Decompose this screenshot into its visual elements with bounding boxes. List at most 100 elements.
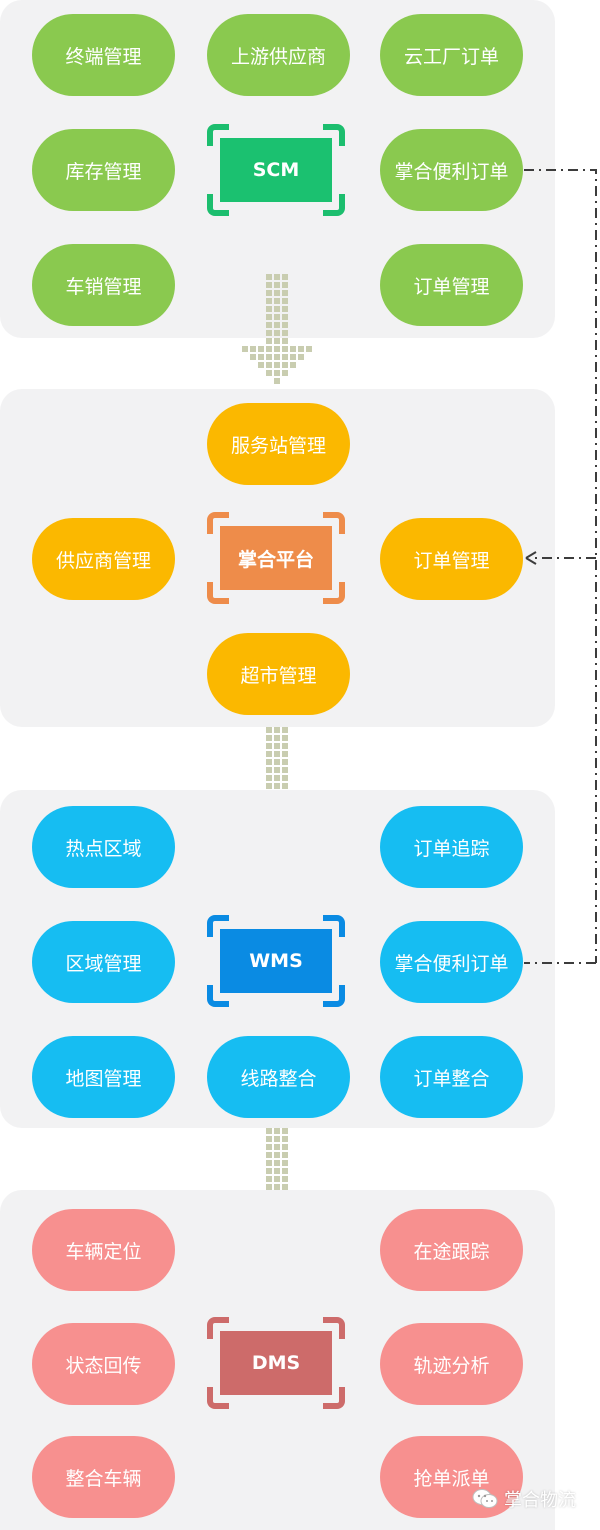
arrow-dot — [266, 338, 272, 344]
arrow-dot — [282, 1160, 288, 1166]
wms-order-tracking[interactable]: 订单追踪 — [380, 806, 523, 888]
arrow-dot — [266, 330, 272, 336]
arrow-dot — [274, 370, 280, 376]
arrow-dot — [282, 1136, 288, 1142]
arrow-dot — [274, 775, 280, 781]
arrow-dot — [242, 346, 248, 352]
arrow-dot — [258, 346, 264, 352]
wms-hot-zone[interactable]: 热点区域 — [32, 806, 175, 888]
arrow-dot — [282, 346, 288, 352]
arrow-dot — [274, 1136, 280, 1142]
arrow-dot — [274, 727, 280, 733]
arrow-dot — [282, 1168, 288, 1174]
arrow-dot — [274, 346, 280, 352]
arrow-dot — [282, 743, 288, 749]
scm-inventory[interactable]: 库存管理 — [32, 129, 175, 211]
platform-service-station[interactable]: 服务站管理 — [207, 403, 350, 485]
arrow-dot — [274, 1152, 280, 1158]
dms-grab-order[interactable]: 抢单派单 — [380, 1436, 523, 1518]
hub-corner — [323, 194, 345, 216]
dash-line — [524, 169, 597, 964]
hub-corner — [207, 512, 229, 534]
hub-corner — [207, 582, 229, 604]
platform-supplier-mgmt[interactable]: 供应商管理 — [32, 518, 175, 600]
wms-map-mgmt[interactable]: 地图管理 — [32, 1036, 175, 1118]
arrow-dot — [282, 751, 288, 757]
wechat-icon — [472, 1489, 498, 1508]
dms-hub[interactable]: DMS — [207, 1317, 345, 1409]
arrow-dot — [282, 314, 288, 320]
arrow-dot — [250, 346, 256, 352]
down-arrow — [242, 274, 312, 384]
arrow-dot — [266, 1128, 272, 1134]
wms-hub-label: WMS — [220, 929, 332, 993]
platform-hub[interactable]: 掌合平台 — [207, 512, 345, 604]
wms-order-merge[interactable]: 订单整合 — [380, 1036, 523, 1118]
arrow-dot — [282, 775, 288, 781]
arrow-dot — [274, 298, 280, 304]
hub-corner — [207, 194, 229, 216]
arrow-dot — [298, 346, 304, 352]
wms-hub[interactable]: WMS — [207, 915, 345, 1007]
hub-corner — [207, 985, 229, 1007]
arrow-dot — [274, 1144, 280, 1150]
watermark: 掌合物流 — [472, 1486, 576, 1512]
dms-hub-label: DMS — [220, 1331, 332, 1395]
arrow-dot — [282, 1152, 288, 1158]
arrow-dot — [266, 1184, 272, 1190]
arrow-dot — [266, 759, 272, 765]
arrow-dot — [282, 362, 288, 368]
arrow-dot — [274, 751, 280, 757]
arrow-dot — [274, 314, 280, 320]
arrow-dot — [266, 1176, 272, 1182]
arrow-dot — [274, 282, 280, 288]
platform-order-mgmt[interactable]: 订单管理 — [380, 518, 523, 600]
scm-cloud-factory-order[interactable]: 云工厂订单 — [380, 14, 523, 96]
arrow-dot — [266, 354, 272, 360]
arrow-dot — [266, 1136, 272, 1142]
dms-in-transit[interactable]: 在途跟踪 — [380, 1209, 523, 1291]
dms-vehicle-location[interactable]: 车辆定位 — [32, 1209, 175, 1291]
dms-trajectory[interactable]: 轨迹分析 — [380, 1323, 523, 1405]
arrow-dot — [274, 290, 280, 296]
arrow-dot — [266, 362, 272, 368]
platform-supermarket[interactable]: 超市管理 — [207, 633, 350, 715]
wms-zone-mgmt[interactable]: 区域管理 — [32, 921, 175, 1003]
wms-route-merge[interactable]: 线路整合 — [207, 1036, 350, 1118]
scm-hub[interactable]: SCM — [207, 124, 345, 216]
arrow-dot — [290, 362, 296, 368]
arrow-dot — [274, 1160, 280, 1166]
wms-palm-order[interactable]: 掌合便利订单 — [380, 921, 523, 1003]
dms-status-return[interactable]: 状态回传 — [32, 1323, 175, 1405]
hub-corner — [207, 915, 229, 937]
arrow-dot — [282, 727, 288, 733]
scm-upstream-supplier[interactable]: 上游供应商 — [207, 14, 350, 96]
arrow-dot — [282, 274, 288, 280]
scm-car-sales[interactable]: 车销管理 — [32, 244, 175, 326]
arrowhead-icon — [525, 551, 537, 565]
arrow-dot — [290, 346, 296, 352]
arrow-dot — [298, 354, 304, 360]
arrow-dot — [282, 282, 288, 288]
scm-palm-order[interactable]: 掌合便利订单 — [380, 129, 523, 211]
scm-order-mgmt[interactable]: 订单管理 — [380, 244, 523, 326]
arrow-dot — [266, 783, 272, 789]
dms-merge-vehicles[interactable]: 整合车辆 — [32, 1436, 175, 1518]
arrow-dot — [266, 1160, 272, 1166]
arrow-dot — [282, 306, 288, 312]
arrow-dot — [266, 751, 272, 757]
arrow-dot — [274, 1168, 280, 1174]
watermark-text: 掌合物流 — [504, 1490, 576, 1511]
arrow-dot — [266, 727, 272, 733]
arrow-dot — [282, 767, 288, 773]
arrow-dot — [282, 354, 288, 360]
arrow-dot — [274, 735, 280, 741]
arrow-dot — [266, 767, 272, 773]
arrow-dot — [266, 775, 272, 781]
arrow-dot — [274, 759, 280, 765]
arrow-dot — [258, 354, 264, 360]
scm-terminal[interactable]: 终端管理 — [32, 14, 175, 96]
hub-corner — [323, 915, 345, 937]
hub-corner — [207, 1387, 229, 1409]
arrow-dot — [274, 274, 280, 280]
